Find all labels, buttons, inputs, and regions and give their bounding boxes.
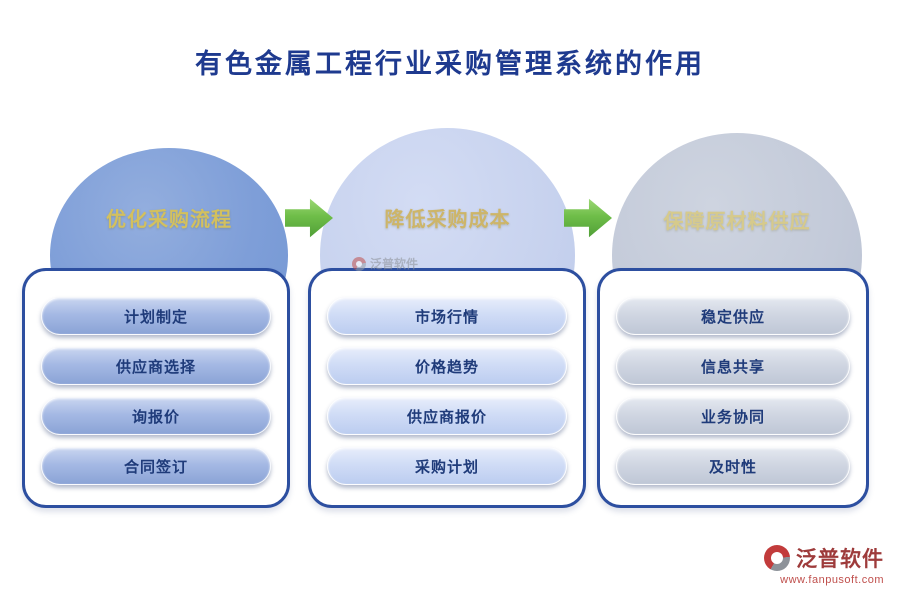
page-title: 有色金属工程行业采购管理系统的作用 <box>195 49 705 80</box>
footer-brand: 泛普软件 www.fanpusoft.com <box>764 543 884 586</box>
panel-reduce-cost: 市场行情 价格趋势 供应商报价 采购计划 <box>308 268 586 508</box>
list-item: 市场行情 <box>327 297 567 335</box>
list-item: 供应商报价 <box>327 397 567 435</box>
panel-material-supply: 稳定供应 信息共享 业务协同 及时性 <box>597 268 869 508</box>
watermark-brand-text: 泛普软件 <box>370 257 419 271</box>
list-item: 询报价 <box>41 397 271 435</box>
list-item: 计划制定 <box>41 297 271 335</box>
list-item: 合同签订 <box>41 447 271 485</box>
list-item: 及时性 <box>616 447 850 485</box>
list-item: 供应商选择 <box>41 347 271 385</box>
list-item: 价格趋势 <box>327 347 567 385</box>
brand-logo-icon <box>764 545 790 571</box>
brand-url: www.fanpusoft.com <box>780 574 884 586</box>
watermark: 泛普软件 <box>352 255 418 272</box>
list-item: 业务协同 <box>616 397 850 435</box>
brand-name: 泛普软件 <box>796 548 884 571</box>
list-item: 采购计划 <box>327 447 567 485</box>
stage-circle-label: 保障原材料供应 <box>663 209 811 233</box>
list-item: 稳定供应 <box>616 297 850 335</box>
stage-circle-label: 优化采购流程 <box>106 207 232 231</box>
stage-circle-label: 降低采购成本 <box>384 207 511 231</box>
list-item: 信息共享 <box>616 347 850 385</box>
panel-optimize-procurement: 计划制定 供应商选择 询报价 合同签订 <box>22 268 290 508</box>
brand-logo-icon <box>352 256 366 271</box>
